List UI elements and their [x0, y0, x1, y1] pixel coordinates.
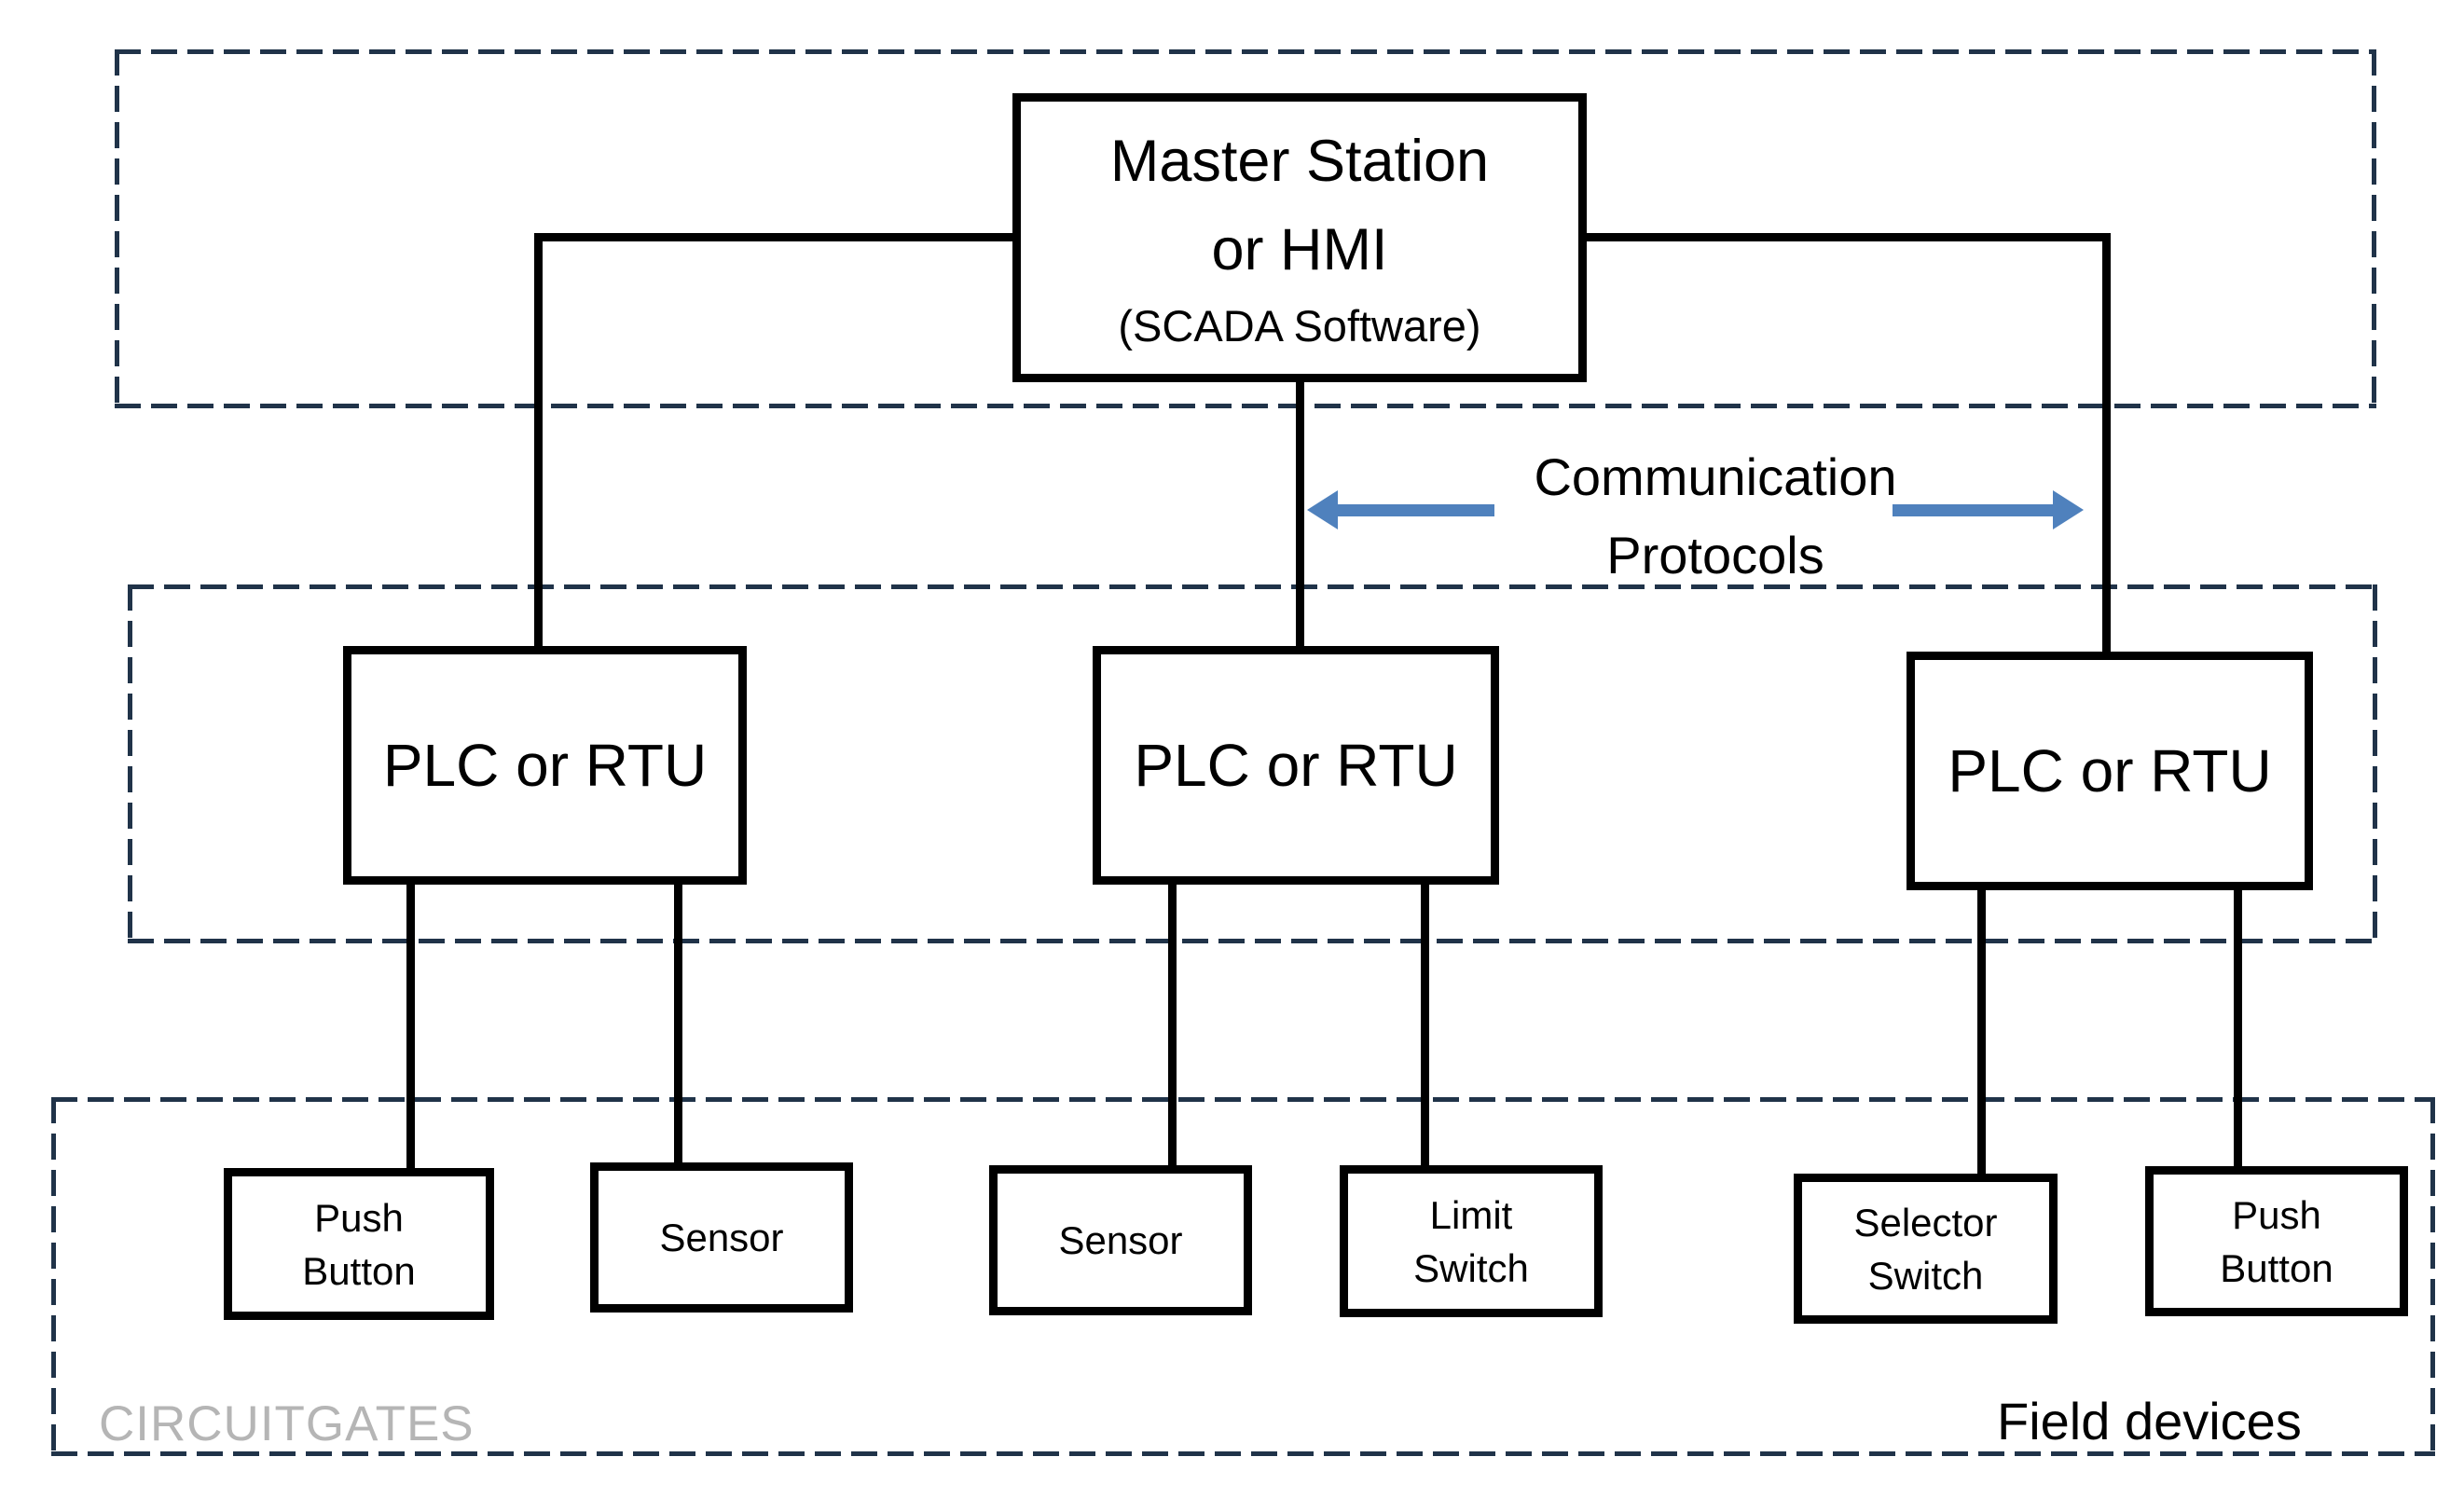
connector-master-center-vertical: [1296, 377, 1304, 651]
plc-middle-label: PLC or RTU: [1134, 732, 1458, 799]
device-box-limit-switch: Limit Switch: [1340, 1165, 1603, 1317]
right-arrow-icon: [2053, 490, 2084, 529]
plc-zone-border-bottom: [128, 939, 2377, 943]
device-box-sensor-2: Sensor: [989, 1165, 1252, 1315]
plc-left-label: PLC or RTU: [382, 732, 708, 799]
plc-zone-border-top: [128, 584, 2377, 589]
field-zone-border-right: [2430, 1097, 2435, 1456]
connector-plc2-device3: [1168, 879, 1177, 1170]
device-selector-switch-label: Selector Switch: [1853, 1200, 1998, 1298]
field-zone-border-top: [51, 1097, 2435, 1102]
circuitgates-watermark: CIRCUITGATES: [99, 1396, 475, 1451]
connector-plc1-device1: [406, 879, 415, 1173]
device-push-button-1-label: Push Button: [302, 1195, 416, 1293]
plc-box-left: PLC or RTU: [343, 646, 747, 885]
connector-master-left-vertical: [534, 233, 543, 651]
right-arrow-shaft: [1893, 504, 2053, 516]
device-box-selector-switch: Selector Switch: [1794, 1174, 2058, 1324]
connector-plc3-device5: [1977, 885, 1986, 1178]
connector-plc3-device6: [2234, 885, 2242, 1171]
device-box-push-button-1: Push Button: [224, 1168, 494, 1320]
device-limit-switch-label: Limit Switch: [1413, 1192, 1529, 1290]
connector-master-left-horizontal: [538, 233, 1013, 241]
plc-box-middle: PLC or RTU: [1093, 646, 1499, 885]
master-zone-border-bottom: [115, 404, 2376, 408]
connector-master-right-vertical: [2102, 233, 2111, 656]
device-sensor-2-label: Sensor: [1058, 1218, 1183, 1262]
device-box-sensor-1: Sensor: [590, 1162, 853, 1313]
master-station-label-line2: or HMI: [1211, 217, 1388, 282]
connector-plc1-device2: [674, 879, 682, 1167]
left-arrow-icon: [1307, 490, 1338, 529]
connector-plc2-device4: [1421, 879, 1429, 1170]
field-zone-border-bottom: [51, 1451, 2435, 1456]
communication-label-line1: Communication: [1534, 447, 1897, 506]
plc-box-right: PLC or RTU: [1907, 652, 2313, 890]
master-station-label-line3: (SCADA Software): [1118, 301, 1481, 351]
master-zone-border-left: [115, 49, 119, 408]
field-devices-zone-label: Field devices: [1997, 1392, 2302, 1450]
left-arrow-shaft: [1336, 504, 1494, 516]
device-box-push-button-2: Push Button: [2145, 1166, 2408, 1316]
communication-protocols-label: Communication Protocols: [1482, 438, 1948, 595]
master-station-box: Master Station or HMI (SCADA Software): [1012, 93, 1587, 382]
plc-zone-border-left: [128, 584, 132, 943]
plc-right-label: PLC or RTU: [1948, 737, 2272, 804]
device-push-button-2-label: Push Button: [2220, 1192, 2333, 1290]
field-zone-border-left: [51, 1097, 56, 1456]
device-sensor-1-label: Sensor: [659, 1216, 784, 1259]
master-station-label-line1: Master Station: [1109, 129, 1490, 194]
master-zone-border-right: [2372, 49, 2376, 408]
plc-zone-border-right: [2373, 584, 2377, 943]
connector-master-right-horizontal: [1585, 233, 2109, 241]
master-zone-border-top: [115, 49, 2376, 54]
communication-label-line2: Protocols: [1606, 526, 1824, 584]
